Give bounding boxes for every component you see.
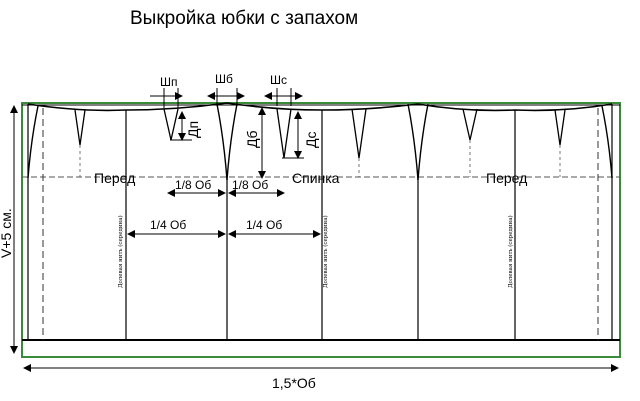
side-curve-2-right [417, 103, 429, 181]
side-curve-1-right [226, 103, 238, 181]
ds-label: Дс [303, 132, 319, 148]
diagram-title: Выкройка юбки с запахом [130, 8, 358, 29]
side-curve-1-left [216, 103, 228, 181]
dart-front-right-1 [462, 108, 478, 141]
grain-label-1: Долевая нить (середина) [117, 215, 124, 288]
side-curve-2-left [407, 103, 419, 181]
grain-label-3: Долевая нить (середина) [507, 215, 514, 288]
quarter-back-label: 1/4 Об [246, 218, 282, 232]
waist-curve [27, 102, 613, 112]
back-label: Спинка [292, 170, 340, 186]
shs-label: Шс [270, 73, 287, 87]
dart-front-right-2 [554, 109, 566, 146]
outer-frame [21, 102, 621, 358]
dp-label: Дп [185, 121, 201, 138]
eighth-back-label: 1/8 Об [232, 178, 268, 192]
eighth-front-label: 1/8 Об [175, 178, 211, 192]
front-right-label: Перед [486, 170, 527, 186]
front-left-label: Перед [94, 170, 135, 186]
left-edge-curve [27, 105, 39, 179]
right-edge-curve [601, 105, 613, 179]
shp-label: Шп [160, 75, 178, 89]
shb-label: Шб [215, 72, 233, 86]
db-label: Дб [244, 131, 260, 149]
grain-label-2: Долевая нить (середина) [322, 215, 329, 288]
quarter-front-label: 1/4 Об [150, 218, 186, 232]
dart-front-left-2 [163, 108, 179, 141]
dart-back-2 [351, 108, 367, 159]
width-label: 1,5*Об [272, 375, 316, 391]
dart-back-1 [276, 108, 292, 159]
height-label: V+5 см. [0, 208, 14, 258]
dart-front-left-1 [74, 109, 86, 146]
